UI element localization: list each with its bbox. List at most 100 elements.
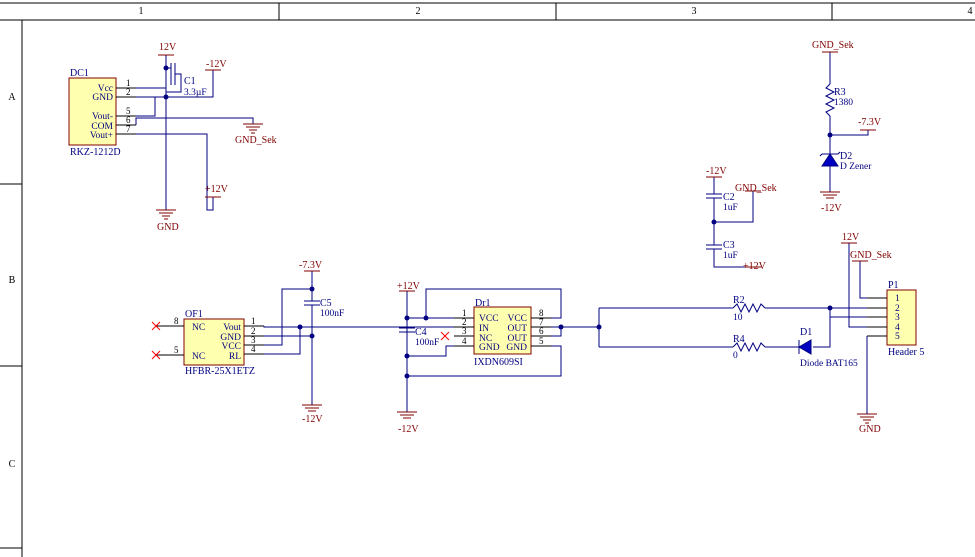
of1-receiver[interactable]: OF1 HFBR-25X1ETZ NC NC Vout GND VCC RL 8… <box>151 309 264 377</box>
of1-comment: HFBR-25X1ETZ <box>185 366 255 377</box>
dr1-pin-number: 7 <box>539 317 544 327</box>
r3-d2-wiring <box>827 52 869 192</box>
r4-value: 0 <box>733 351 738 361</box>
dc1-converter[interactable]: DC1 RKZ-1212D Vcc GND Vout- COM Vout+ 1 … <box>68 68 136 158</box>
dc1-pin-label: Vout+ <box>90 131 113 141</box>
of1-wiring <box>263 271 460 405</box>
of1-pin-number: 4 <box>251 344 256 354</box>
power-port-neg12v: -12V <box>706 166 727 178</box>
power-port-neg12v: -12V <box>820 191 842 214</box>
ground-port-gnd: GND <box>156 209 179 233</box>
no-connect-marker <box>151 321 161 360</box>
dr1-pin-label: GND <box>506 343 527 353</box>
d1-diode[interactable]: D1 Diode BAT165 <box>798 327 858 369</box>
p1-pin-number: 2 <box>895 304 900 314</box>
dr1-designator: Dr1 <box>475 298 491 309</box>
c1-designator: C1 <box>184 76 196 87</box>
r3-designator: R3 <box>834 87 846 98</box>
c4-capacitor[interactable]: C4 100nF <box>399 327 439 348</box>
c2-value: 1uF <box>723 203 738 213</box>
dc1-pin-label: Vout- <box>92 112 113 122</box>
dr1-pin-number: 2 <box>462 317 467 327</box>
ground-port-gnd-sek: GND_Sek <box>235 123 277 146</box>
c4-designator: C4 <box>415 327 427 338</box>
r4-designator: R4 <box>733 334 745 345</box>
dc1-pin-number: 7 <box>126 124 131 134</box>
dr1-pin-number: 1 <box>462 308 467 318</box>
zone-col-4: 4 <box>968 6 973 17</box>
net-label: 12V <box>159 42 177 53</box>
net-label: GND_Sek <box>812 40 854 51</box>
c3-capacitor[interactable]: C3 1uF <box>706 240 738 261</box>
dr1-pin-number: 4 <box>462 336 467 346</box>
dr1-pin-label: VCC <box>507 314 527 324</box>
no-connect-marker <box>440 331 450 341</box>
power-port-pos12v: +12V <box>205 184 229 198</box>
ground-port-gnd: GND <box>857 410 881 435</box>
p1-pin-number: 5 <box>895 332 900 342</box>
r2-designator: R2 <box>733 295 745 306</box>
of1-pin-label: GND <box>220 333 241 343</box>
p1-header[interactable]: P1 Header 5 1 2 3 4 5 <box>867 280 924 358</box>
d2-zener-diode[interactable]: D2 D Zener <box>819 151 872 172</box>
power-port-neg12v: -12V <box>205 59 227 71</box>
of1-pin-number: 5 <box>174 345 179 355</box>
net-label: -12V <box>706 166 727 177</box>
of1-pin-label: NC <box>192 323 205 333</box>
p1-comment: Header 5 <box>888 347 924 358</box>
dc1-pin-label: Vcc <box>98 84 113 94</box>
c4-value: 100nF <box>415 338 439 348</box>
p1-pin-number: 1 <box>895 294 900 304</box>
dr1-pin-label: IN <box>479 324 489 334</box>
zone-col-2: 2 <box>416 6 421 17</box>
c5-capacitor[interactable]: C5 100nF <box>304 298 344 319</box>
power-port-neg12v: -12V <box>302 404 323 425</box>
net-label: GND_Sek <box>735 183 777 194</box>
c1-value: 3.3µF <box>184 88 207 98</box>
dc1-comment: RKZ-1212D <box>70 147 121 158</box>
dr1-pin-label: OUT <box>507 334 527 344</box>
dr1-driver[interactable]: Dr1 IXDN609SI VCC IN NC GND VCC OUT OUT … <box>440 298 551 368</box>
c1-capacitor[interactable]: C1 3.3µF <box>166 63 207 98</box>
p1-designator: P1 <box>888 280 899 291</box>
net-label: +12V <box>205 184 229 195</box>
of1-pin-label: NC <box>192 352 205 362</box>
r3-resistor[interactable]: R3 1380 <box>824 83 853 117</box>
net-label: +12V <box>743 261 767 272</box>
dc1-pin-label: GND <box>92 93 113 103</box>
c5-value: 100nF <box>320 309 344 319</box>
dr1-pin-label: VCC <box>479 314 499 324</box>
net-label: -7.3V <box>299 260 323 271</box>
c2-designator: C2 <box>723 192 735 203</box>
zone-row-a: A <box>8 92 16 103</box>
zone-col-1: 1 <box>139 6 144 17</box>
d2-designator: D2 <box>840 151 852 162</box>
of1-pin-number: 2 <box>251 326 256 336</box>
dc1-pin-number: 2 <box>126 87 131 97</box>
net-label: -12V <box>821 203 842 214</box>
of1-pin-number: 3 <box>251 335 256 345</box>
net-label: 12V <box>842 232 860 243</box>
power-port-12v: 12V <box>158 42 177 56</box>
r2-resistor[interactable]: R2 10 <box>732 295 766 323</box>
dr1-pin-label: GND <box>479 343 500 353</box>
c2-capacitor[interactable]: C2 1uF <box>706 192 738 213</box>
net-label: -12V <box>398 424 419 435</box>
of1-designator: OF1 <box>185 309 203 320</box>
zone-row-c: C <box>9 459 16 470</box>
power-port-gnd-sek: GND_Sek <box>812 40 854 53</box>
c2-c3-wiring <box>711 177 754 268</box>
r4-resistor[interactable]: R4 0 <box>732 334 766 361</box>
dr1-pin-label: OUT <box>507 324 527 334</box>
d2-comment: D Zener <box>840 162 872 172</box>
zone-row-b: B <box>9 275 16 286</box>
of1-pin-label: VCC <box>221 342 241 352</box>
of1-pin-number: 1 <box>251 316 256 326</box>
dr1-pin-number: 5 <box>539 336 544 346</box>
dr1-pin-number: 8 <box>539 308 544 318</box>
net-label: GND_Sek <box>850 250 892 261</box>
dr1-comment: IXDN609SI <box>474 357 523 368</box>
net-label: -7.3V <box>858 117 882 128</box>
dc1-pin-label: COM <box>91 122 113 132</box>
